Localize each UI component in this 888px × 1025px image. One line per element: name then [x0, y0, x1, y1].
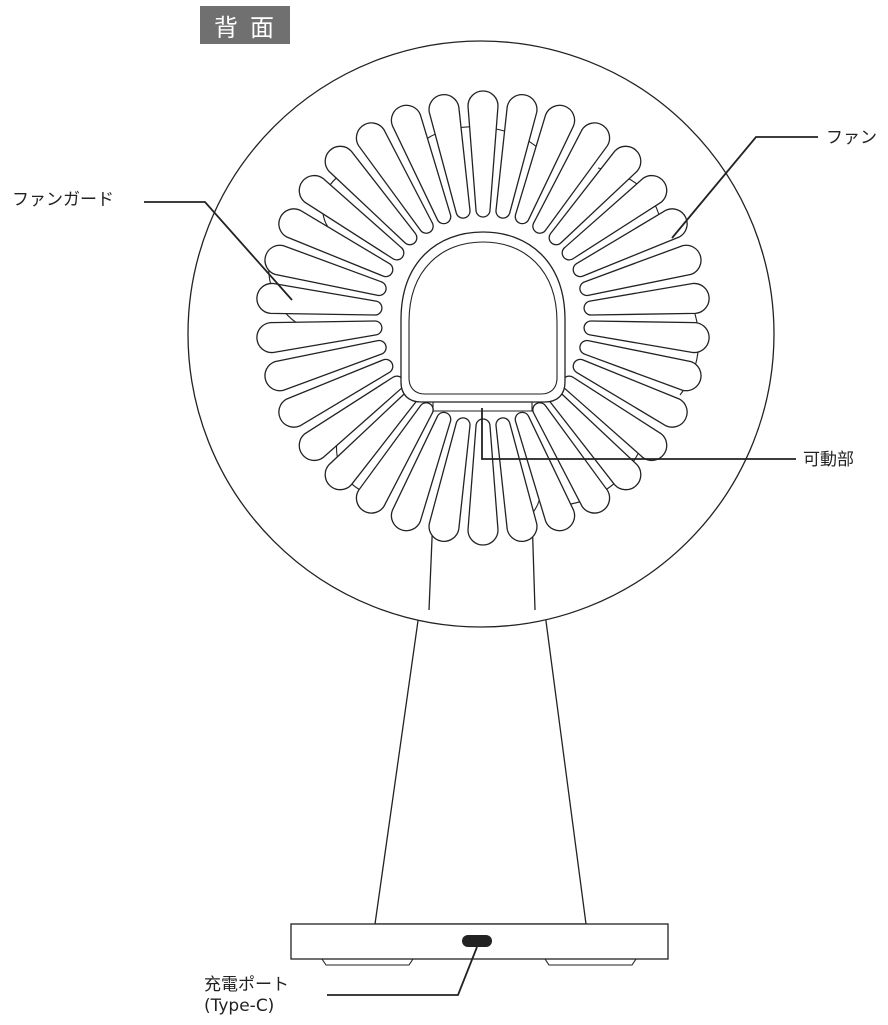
- fan-guard-slot: [256, 320, 383, 354]
- base-foot-right: [544, 958, 637, 966]
- fan-guard-slot: [572, 208, 688, 278]
- fan-guard-slot: [548, 145, 642, 246]
- leader-fan: [671, 136, 818, 239]
- fan-guard-slot: [355, 402, 434, 514]
- fan-guard-slot: [579, 244, 702, 297]
- fan-guard-slot: [514, 104, 576, 225]
- base-foot-left: [321, 958, 414, 966]
- charge-port-type: (Type-C): [204, 996, 275, 1016]
- fan-guard-slot: [428, 417, 471, 542]
- fan-guard-slot: [579, 339, 702, 392]
- fan-guard-label: ファンガード: [12, 190, 114, 210]
- fan-guard-slot: [278, 358, 394, 428]
- leader-fan-guard: [144, 201, 293, 301]
- fan-guard-slot: [264, 339, 387, 392]
- fan-guard-slot: [583, 282, 710, 316]
- fan-guard-slot: [514, 411, 576, 532]
- usb-c-port: [462, 935, 492, 947]
- fan-guard-slot: [278, 208, 394, 278]
- fan-guard-slot: [583, 320, 710, 354]
- fan-guard-slot: [390, 411, 452, 532]
- fan-guard-slot: [495, 94, 538, 219]
- fan-guard-slot: [390, 104, 452, 225]
- page-title: 背面: [200, 6, 290, 44]
- fan-guard-slot: [495, 417, 538, 542]
- leader-lines: [144, 136, 818, 996]
- charge-port-label: 充電ポート (Type-C): [204, 975, 289, 1017]
- fan-guard-slot: [532, 402, 611, 514]
- fan-guard-slot: [572, 358, 688, 428]
- pivot-inner: [408, 241, 558, 395]
- fan-guard-slot: [561, 174, 668, 261]
- leader-pivot: [481, 408, 796, 460]
- fan-guard-slot: [532, 122, 611, 234]
- fan-guard-slot: [428, 94, 471, 219]
- fan-guard-slot: [264, 244, 387, 297]
- leader-charge-port: [327, 946, 478, 996]
- fan-guard-slot: [256, 282, 383, 316]
- fan-label: ファン: [826, 128, 877, 148]
- fan-guard-slot: [467, 90, 499, 218]
- charge-port-name: 充電ポート: [204, 975, 289, 995]
- fan-guard-slots: [256, 90, 710, 546]
- fan-guard-slot: [298, 174, 405, 261]
- fan-guard-slot: [324, 145, 418, 246]
- pivot-label: 可動部: [803, 450, 854, 470]
- fan-guard-slot: [355, 122, 434, 234]
